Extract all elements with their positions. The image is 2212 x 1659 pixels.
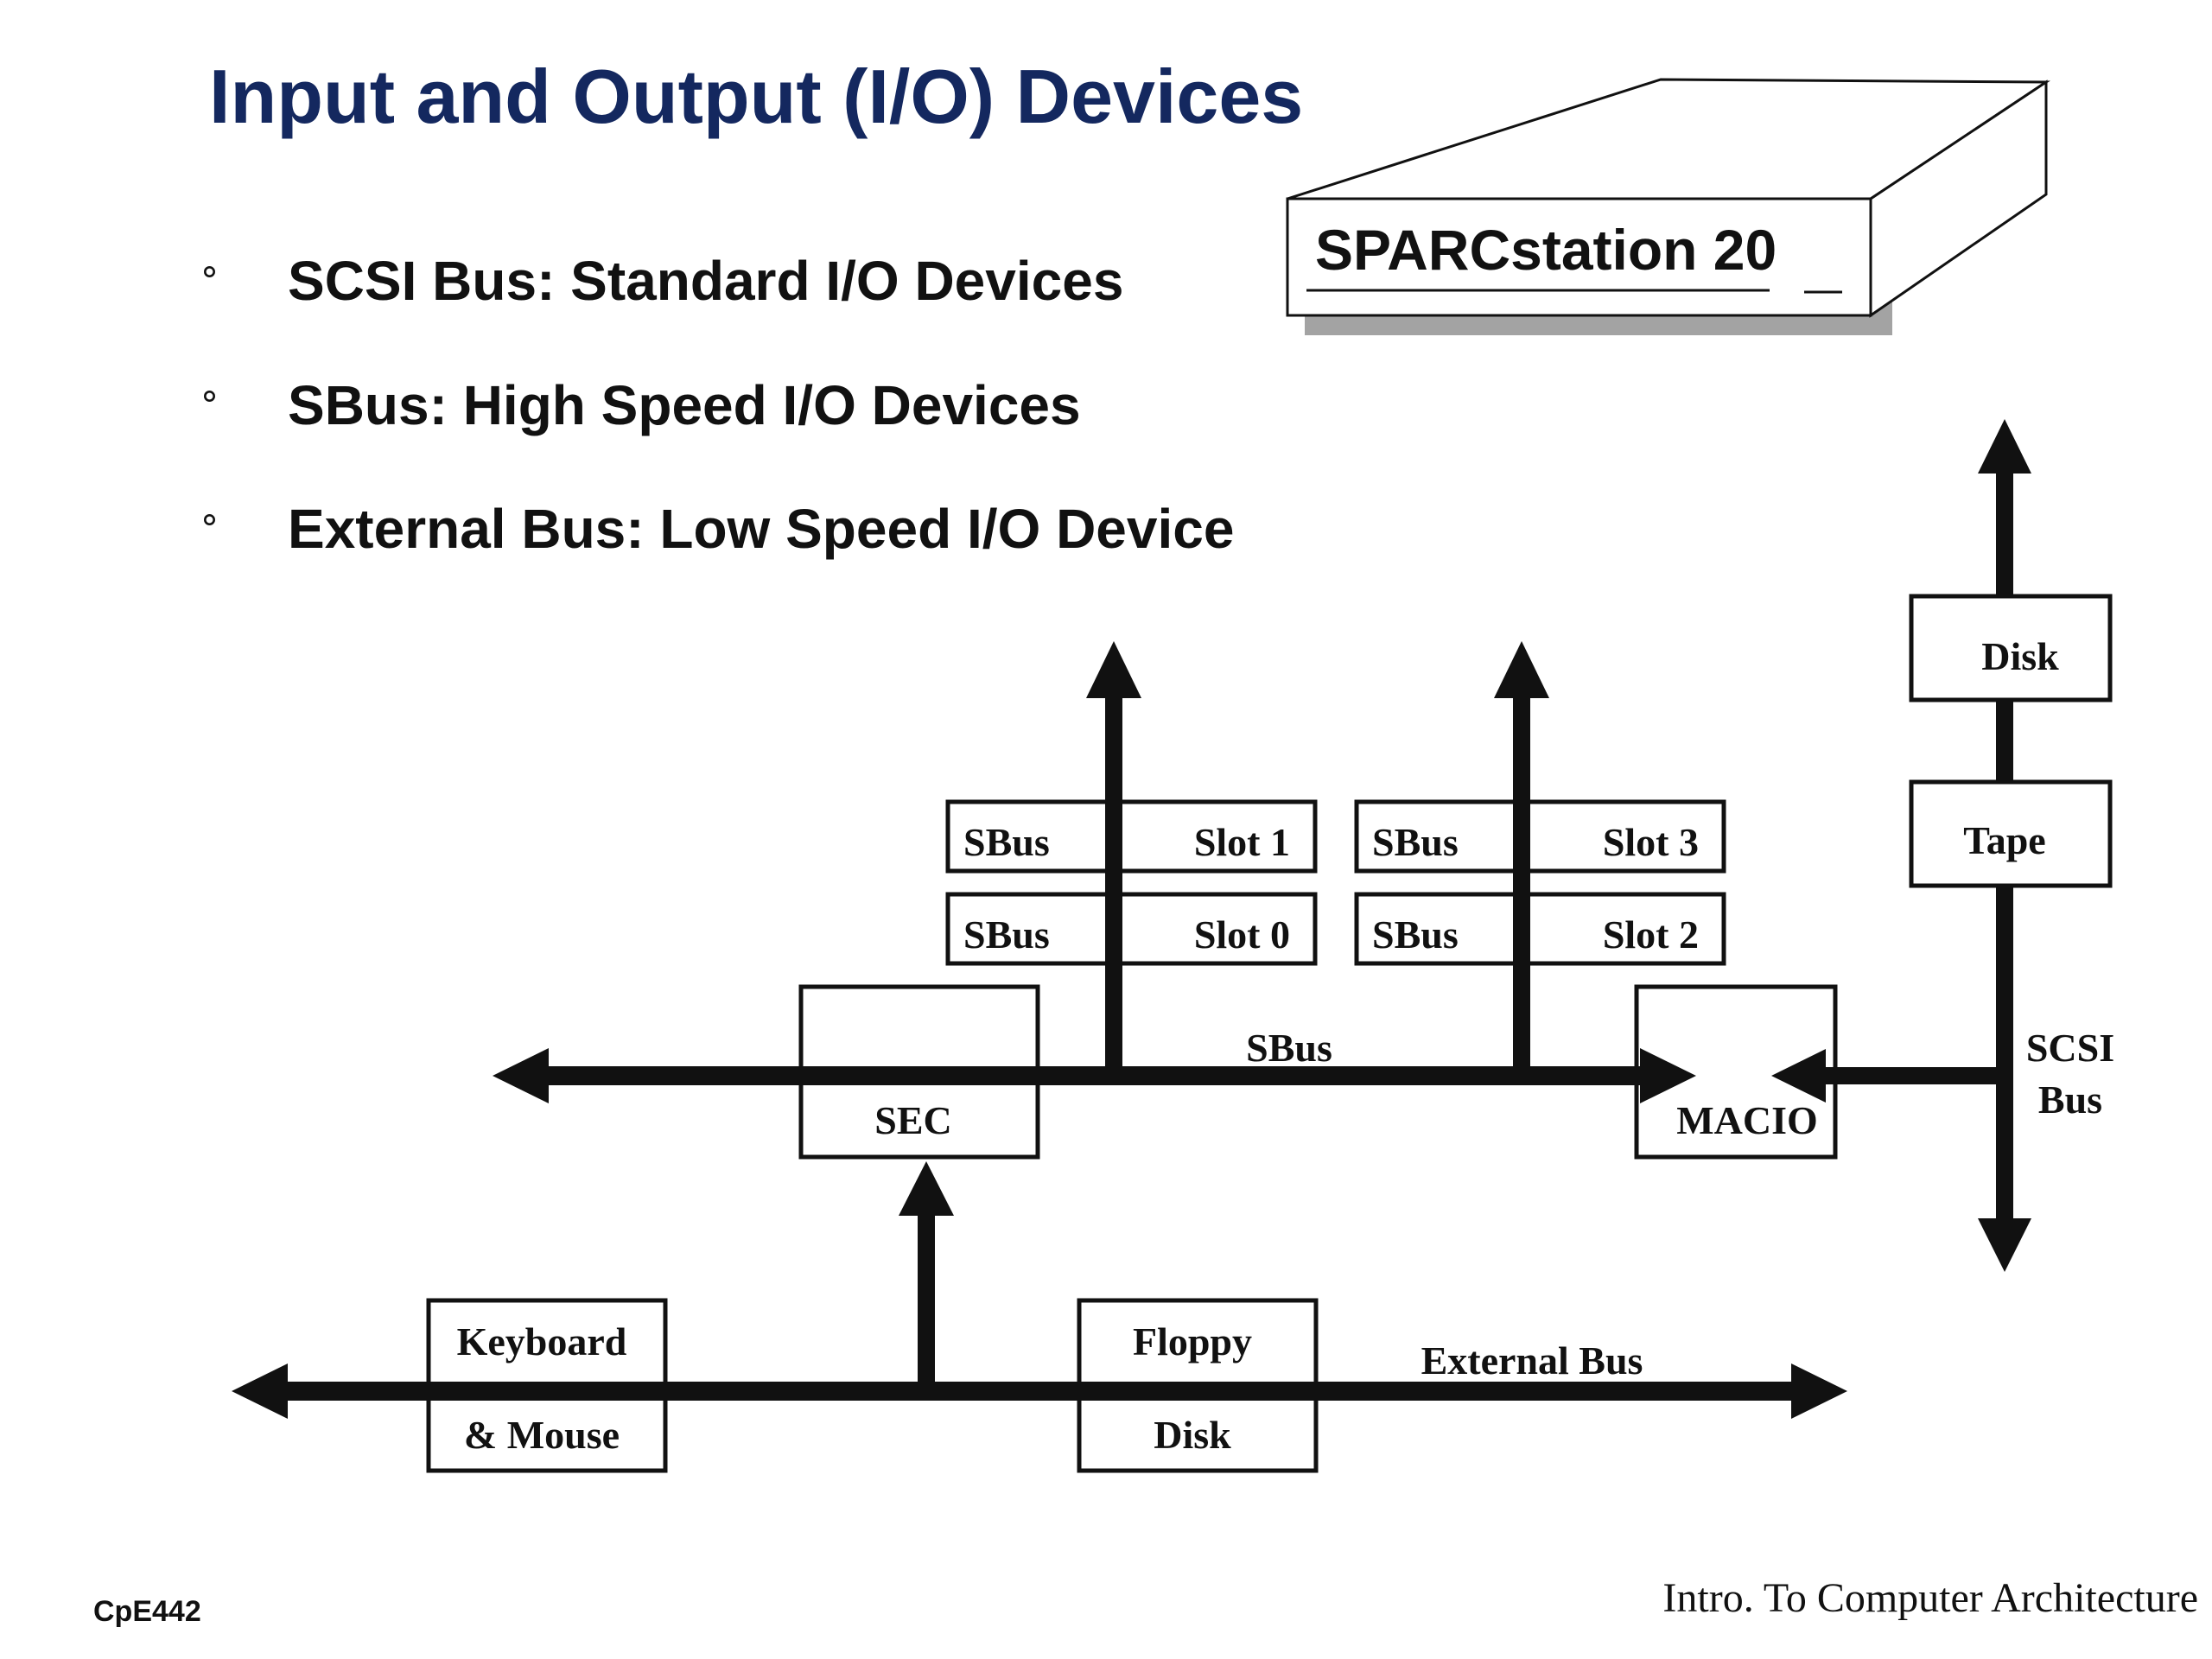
external-bus-right-arrowhead <box>1791 1363 1847 1419</box>
sparcstation-illustration: SPARCstation 20 <box>1286 78 2050 335</box>
mouse-label: & Mouse <box>464 1413 620 1457</box>
bullet-marker: ° <box>200 259 219 302</box>
slot-number-label: Slot 2 <box>1603 912 1699 957</box>
slot-bus-label: SBus <box>963 912 1050 957</box>
slot-bus-label: SBus <box>963 820 1050 864</box>
macio-label: MACIO <box>1676 1098 1818 1142</box>
slide-title: Input and Output (I/O) Devices <box>209 54 1304 139</box>
scsi-tape-label: Tape <box>1963 818 2045 862</box>
keyboard-label: Keyboard <box>457 1319 627 1363</box>
slot-number-label: Slot 0 <box>1194 912 1290 957</box>
scsi-bus-label-line2: Bus <box>2038 1077 2102 1122</box>
slot-bus-label: SBus <box>1372 820 1459 864</box>
sbus-right-arrowhead <box>1640 1048 1696 1103</box>
slot-bus-label: SBus <box>1372 912 1459 957</box>
sbus-label: SBus <box>1246 1026 1332 1070</box>
slot-box <box>1354 799 1726 874</box>
scsi-disk-label: Disk <box>1981 634 2059 678</box>
slot-number-label: Slot 3 <box>1603 820 1699 864</box>
scsi-to-macio-arrowhead <box>1771 1049 1826 1103</box>
scsi-bus-label-line1: SCSI <box>2026 1026 2114 1070</box>
workstation-front-face <box>1286 197 1872 317</box>
slot-connector-left-arrowhead <box>1086 641 1141 698</box>
slot-number-label: Slot 1 <box>1194 820 1290 864</box>
bullet-text: External Bus: Low Speed I/O Device <box>288 498 1235 560</box>
bullet-marker: ° <box>200 507 219 550</box>
floppy-disk-label: Disk <box>1154 1413 1231 1457</box>
footer-course-code: CpE442 <box>93 1595 201 1628</box>
sbus-slot-3: SBus Slot 3 <box>1354 799 1726 874</box>
scsi-top-arrowhead <box>1978 419 2031 474</box>
slot-box <box>945 892 1318 966</box>
external-to-sec-arrowhead <box>899 1161 954 1216</box>
bullet-text: SBus: High Speed I/O Devices <box>288 374 1081 436</box>
bullet-text: SCSI Bus: Standard I/O Devices <box>288 250 1124 312</box>
bullet-list: ° SCSI Bus: Standard I/O Devices ° SBus:… <box>0 0 1296 605</box>
workstation-label: SPARCstation 20 <box>1315 218 1777 282</box>
slot-connector-right-arrowhead <box>1494 641 1549 698</box>
footer-course-title: Intro. To Computer Architecture <box>1662 1575 2198 1621</box>
bullet-marker: ° <box>200 384 219 426</box>
scsi-tape-box <box>1909 779 2113 888</box>
floppy-label: Floppy <box>1133 1319 1252 1363</box>
sbus-slot-1: SBus Slot 1 <box>945 799 1318 874</box>
slot-box <box>1354 892 1726 966</box>
external-bus-left-arrowhead <box>232 1363 288 1419</box>
scsi-bottom-arrowhead <box>1978 1218 2031 1272</box>
external-bus-label: External Bus <box>1421 1338 1643 1382</box>
scsi-disk-box <box>1909 594 2113 702</box>
sec-label: SEC <box>874 1098 951 1142</box>
sbus-left-arrowhead <box>493 1048 549 1103</box>
sbus-slot-2: SBus Slot 2 <box>1354 892 1726 966</box>
slot-box <box>945 799 1318 874</box>
sbus-slot-0: SBus Slot 0 <box>945 892 1318 966</box>
